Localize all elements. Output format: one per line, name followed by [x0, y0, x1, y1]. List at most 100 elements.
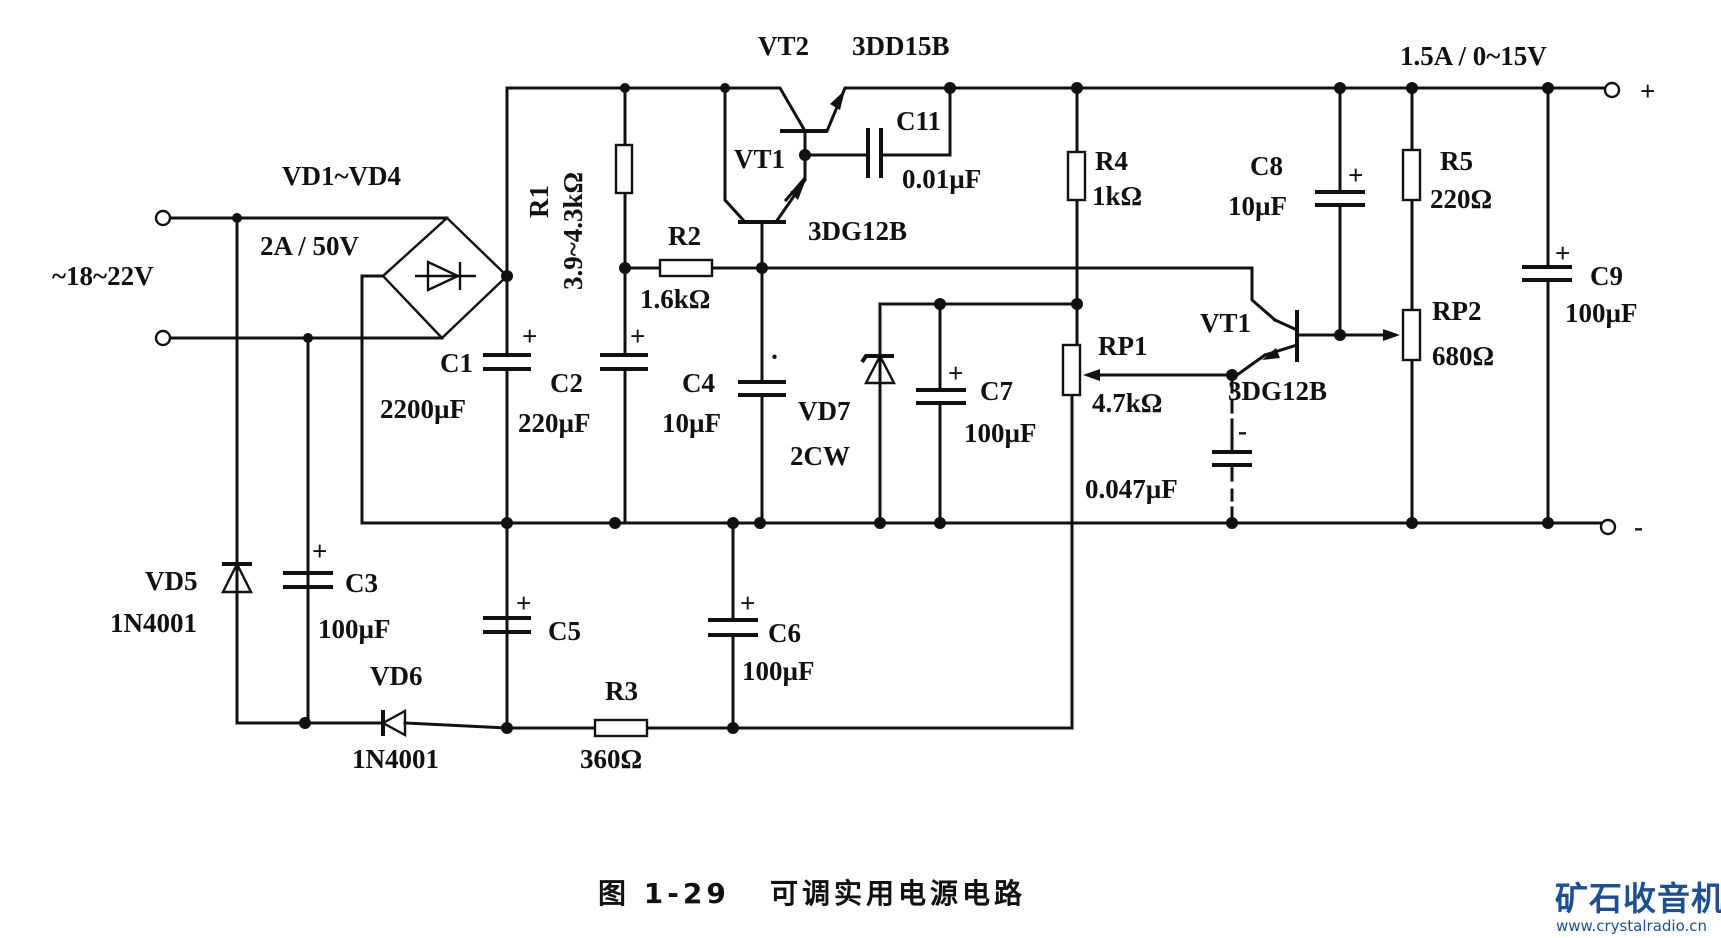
- vt2-part: 3DD15B: [852, 31, 950, 61]
- junction: [799, 149, 811, 161]
- c3-value: 100µF: [318, 614, 391, 644]
- r2-rail-right: [710, 266, 1278, 323]
- bridge-rectifier: [381, 216, 509, 340]
- output-plus-label: +: [1640, 76, 1655, 106]
- vt2-label: VT2: [758, 31, 809, 61]
- junction: [727, 722, 739, 734]
- caption-number: 图 1-29: [598, 877, 730, 910]
- r4-value: 1kΩ: [1092, 181, 1142, 211]
- resistors: [593, 143, 1422, 738]
- vt1-label: VT1: [734, 144, 785, 174]
- c7-plus-icon: +: [948, 358, 963, 388]
- junctions: [232, 82, 1554, 734]
- c10-minus-icon: -: [1238, 416, 1247, 446]
- vd5-diode-icon: [221, 561, 253, 594]
- junction: [1226, 369, 1238, 381]
- junction: [754, 517, 766, 529]
- vt-control-part: 3DG12B: [1228, 376, 1327, 406]
- vt1-collector-wire: [723, 86, 748, 225]
- c11-label: C11: [896, 106, 941, 136]
- vd5-label: VD5: [145, 566, 198, 596]
- input-terminal-bottom: [154, 329, 172, 347]
- junction: [1071, 298, 1083, 310]
- vt2-emitter-arrow-icon: [830, 90, 845, 110]
- rp1-wiper-arrow-icon: [1083, 369, 1100, 381]
- c3-label: C3: [345, 568, 378, 598]
- junction: [1542, 517, 1554, 529]
- figure-caption: 图 1-29 可调实用电源电路: [598, 877, 1022, 910]
- junction: [944, 82, 956, 94]
- c4-label: C4: [682, 368, 715, 398]
- vt-control-emitter-arrow-icon: [1262, 348, 1280, 360]
- r2-resistor: [658, 258, 714, 278]
- junction: [934, 517, 946, 529]
- c1-label: C1: [440, 348, 473, 378]
- junction: [1542, 82, 1554, 94]
- vt1-part: 3DG12B: [808, 216, 907, 246]
- r5-value: 220Ω: [1430, 184, 1492, 214]
- junction: [1334, 329, 1346, 341]
- c8-plus-icon: +: [1348, 160, 1363, 190]
- lower-rail-mid: [403, 721, 597, 730]
- c4-value: 10µF: [662, 408, 721, 438]
- junction: [756, 262, 768, 274]
- c6-label: C6: [768, 618, 801, 648]
- vt2-transistor: [780, 90, 845, 133]
- junction: [1071, 82, 1083, 94]
- output-terminal-positive: [1603, 81, 1621, 99]
- rp1-value: 4.7kΩ: [1092, 388, 1162, 418]
- rp1-label: RP1: [1098, 331, 1148, 361]
- rp2-potentiometer: [1401, 308, 1422, 362]
- c10-value: 0.047µF: [1085, 474, 1178, 504]
- c7-value: 100µF: [964, 418, 1037, 448]
- c11-value: 0.01µF: [902, 164, 981, 194]
- positive-rail-raw: [505, 86, 727, 278]
- input-voltage-label: ~18~22V: [52, 261, 154, 291]
- vd7-zener-bar: [860, 354, 894, 364]
- vd6-diode-icon: [380, 708, 407, 738]
- r5-label: R5: [1440, 146, 1473, 176]
- zener-rail: [878, 302, 1074, 525]
- c4-plus-icon: ·: [770, 342, 779, 372]
- watermark-brand: 矿石收音机: [1555, 879, 1721, 918]
- junction: [609, 517, 621, 529]
- diodes: [221, 353, 896, 738]
- output-rating-label: 1.5A / 0~15V: [1400, 41, 1547, 71]
- junction: [934, 298, 946, 310]
- watermark: 矿石收音机 www.crystalradio.cn: [1555, 879, 1721, 935]
- rp2-value: 680Ω: [1432, 341, 1494, 371]
- input-terminal-top: [154, 209, 172, 227]
- vt1-emitter-arrow-icon: [790, 182, 805, 200]
- junction: [299, 717, 311, 729]
- c5-label: C5: [548, 616, 581, 646]
- output-minus-label: -: [1634, 512, 1643, 542]
- junction: [501, 722, 513, 734]
- capacitors: + + + · + + + + + -: [283, 128, 1572, 637]
- r4-resistor: [1066, 150, 1087, 202]
- junction: [1406, 517, 1418, 529]
- vd5-wire: [235, 216, 307, 725]
- c8-label: C8: [1250, 151, 1283, 181]
- c9-label: C9: [1590, 261, 1623, 291]
- vd7-part: 2CW: [790, 441, 850, 471]
- r1-value: 3.9~4.3kΩ: [558, 172, 588, 290]
- r4-label: R4: [1095, 146, 1128, 176]
- vt-control-transistor: [1262, 310, 1299, 362]
- junction: [720, 83, 730, 93]
- vd5-part: 1N4001: [110, 608, 197, 638]
- c2-value: 220µF: [518, 408, 591, 438]
- vd6-label: VD6: [370, 661, 423, 691]
- c1-plus-icon: +: [522, 321, 537, 351]
- c6-value: 100µF: [742, 656, 815, 686]
- c2-plus-icon: +: [630, 321, 645, 351]
- r5-resistor: [1401, 148, 1422, 202]
- vt-control-collector: [1273, 318, 1299, 332]
- r1-resistor: [614, 143, 634, 195]
- terminals: + -: [154, 76, 1655, 542]
- vd7-zener-icon: [864, 353, 896, 385]
- bridge-diode-icon: [426, 260, 461, 292]
- junction: [1334, 82, 1346, 94]
- rp2-wiper-arrow-icon: [1383, 329, 1400, 341]
- c5-plus-icon: +: [516, 588, 531, 618]
